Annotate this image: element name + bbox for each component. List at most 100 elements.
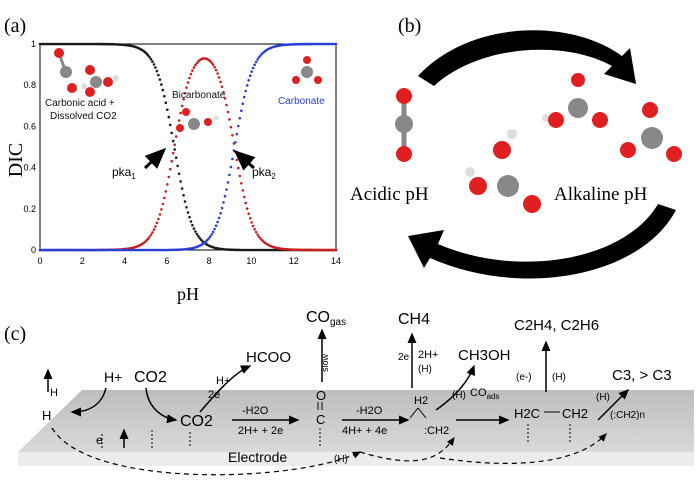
curve-point	[149, 57, 153, 61]
curve-point	[235, 158, 239, 162]
curve-point	[157, 217, 160, 221]
curve-point	[185, 206, 188, 209]
curve-point	[214, 224, 218, 227]
curve-point	[256, 233, 259, 236]
curve-point	[253, 227, 256, 231]
curve-point	[225, 103, 228, 107]
curve-point	[146, 237, 150, 241]
curve-point	[208, 59, 212, 63]
curve-point	[194, 63, 197, 67]
curve-point	[174, 156, 178, 159]
curve-point	[166, 108, 169, 111]
curve-point	[237, 166, 240, 170]
acidic-ph-label: Acidic pH	[350, 184, 429, 205]
species-curves	[38, 42, 338, 252]
x-tick-label: 0	[37, 256, 42, 266]
species-carbonate-label: Carbonate	[278, 96, 325, 107]
curve-point	[163, 196, 166, 200]
curve-point	[177, 119, 181, 122]
co-o-atom: O	[316, 388, 326, 403]
ch2-radical-label: :CH2	[424, 425, 449, 437]
curve-point	[226, 181, 230, 184]
curve-point	[231, 157, 234, 161]
curve-point	[219, 211, 222, 215]
h-paren3-label: (H)	[552, 372, 566, 383]
curve-point	[160, 83, 163, 86]
curve-point	[179, 180, 182, 183]
h-adsorbed: H	[42, 408, 51, 423]
curve-point	[247, 79, 250, 82]
curve-point	[257, 56, 261, 59]
curve-point	[192, 66, 196, 69]
co-ads-label: COads	[470, 387, 499, 401]
pka1-arrow	[143, 147, 167, 170]
h-plus-label: H+	[104, 369, 122, 385]
curve-point	[180, 104, 184, 108]
curve-point	[238, 174, 242, 178]
minus-h2o-1: -H2O	[242, 405, 269, 417]
curve-point	[160, 208, 163, 211]
curve-point	[182, 194, 185, 197]
curve-point	[183, 200, 187, 203]
curve-point	[168, 123, 172, 127]
curve-point	[238, 116, 242, 120]
curve-point	[208, 235, 212, 238]
cycle-arrow-top	[418, 30, 636, 86]
curve-point	[242, 195, 246, 199]
e-paren-label: (e-)	[516, 372, 532, 383]
curve-point	[240, 182, 243, 185]
curve-point	[251, 224, 255, 228]
curve-point	[235, 132, 239, 136]
curve-point	[146, 53, 150, 57]
ch2-label: CH2	[562, 406, 588, 421]
curve-point	[183, 91, 187, 95]
bicarbonate-molecule-icon	[176, 108, 219, 132]
curve-point	[216, 72, 219, 75]
pka2-arrow	[233, 150, 256, 171]
curve-point	[185, 86, 188, 89]
x-tick-label: 10	[246, 256, 256, 266]
pka1-label: pka1	[112, 165, 136, 181]
ch2-h2-label: H2	[414, 395, 428, 407]
curve-point	[161, 202, 165, 206]
curve-point	[231, 134, 234, 137]
electrode-label: Electrode	[228, 449, 287, 465]
curve-point	[256, 58, 259, 61]
curve-point	[241, 102, 245, 105]
slow-label: slow	[320, 353, 330, 372]
y-tick-label: 0.8	[23, 80, 36, 90]
h-paren4-label: (H)	[596, 392, 610, 403]
methanol-label: CH3OH	[458, 347, 511, 364]
curve-point	[154, 66, 157, 69]
curve-point	[220, 206, 224, 210]
cycle-arrow-bottom	[408, 204, 676, 279]
curve-point	[217, 216, 221, 220]
curve-point	[186, 81, 190, 84]
curve-point	[191, 223, 194, 227]
curve-point	[155, 221, 159, 225]
ch4-label: CH4	[398, 311, 430, 328]
curve-point	[229, 125, 233, 129]
curve-point	[222, 201, 225, 204]
curve-point	[192, 227, 196, 230]
panel-a-label: (a)	[4, 15, 26, 37]
x-tick-label: 14	[331, 256, 341, 266]
curve-point	[240, 109, 243, 112]
curve-point	[189, 72, 193, 76]
curve-point	[228, 173, 231, 177]
alkaline-ph-label: Alkaline pH	[554, 184, 648, 205]
curve-point	[164, 190, 168, 193]
curve-point	[216, 220, 219, 224]
co2-molecule-icon	[395, 88, 413, 162]
curve-point	[229, 165, 233, 169]
curve-point	[241, 189, 245, 192]
curve-point	[210, 233, 213, 236]
curve-point	[226, 110, 230, 114]
h-spillover-arrow-2	[359, 437, 455, 462]
curve-point	[168, 167, 172, 171]
curve-point	[186, 211, 190, 214]
curve-point	[334, 248, 338, 252]
x-tick-label: 12	[289, 256, 299, 266]
species-bicarbonate-label: Bicarbonate	[172, 90, 226, 101]
carbonate-molecule-b-icon	[620, 102, 682, 162]
